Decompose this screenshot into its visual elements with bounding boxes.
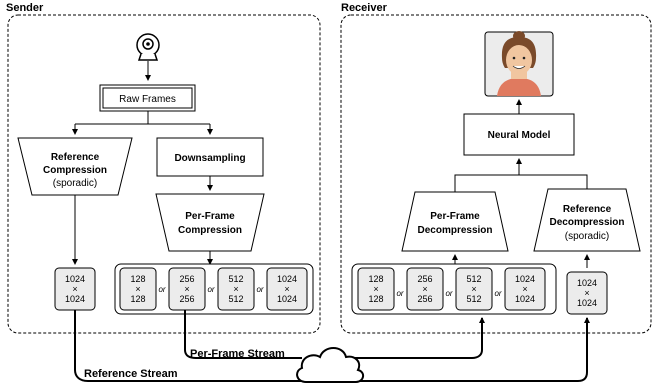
svg-text:1024: 1024 — [65, 294, 85, 304]
pf-decompression-line1: Per-Frame — [430, 211, 480, 222]
svg-text:512: 512 — [228, 294, 243, 304]
svg-text:1024: 1024 — [577, 298, 597, 308]
sender-res-128: 128 × 128 — [119, 267, 157, 311]
pf-decompression-line2: Decompression — [417, 225, 492, 236]
svg-text:256: 256 — [179, 274, 194, 284]
sender-panel — [7, 14, 321, 334]
svg-text:×: × — [471, 284, 476, 294]
sender-resolution-options: 128 × 128 or 256 × 256 or 512 × 512 or 1… — [114, 263, 314, 315]
svg-text:128: 128 — [368, 274, 383, 284]
receiver-panel — [340, 14, 652, 334]
receiver-res-256: 256 × 256 — [406, 267, 444, 311]
downsampling-block: Downsampling — [156, 137, 264, 177]
reference-stream-line — [74, 310, 302, 382]
svg-text:1024: 1024 — [515, 274, 535, 284]
receiver-reference-resolution: 1024 × 1024 — [566, 271, 608, 315]
svg-text:512: 512 — [228, 274, 243, 284]
svg-text:256: 256 — [179, 294, 194, 304]
per-frame-stream-line-receiver — [348, 317, 485, 359]
svg-text:×: × — [584, 288, 589, 298]
per-frame-compression-block: Per-Frame Compression — [155, 193, 265, 252]
person-avatar-icon — [484, 31, 554, 97]
sender-reference-resolution: 1024 × 1024 — [54, 267, 96, 311]
or-label: or — [207, 285, 214, 294]
sender-res-256: 256 × 256 — [168, 267, 206, 311]
svg-text:×: × — [184, 284, 189, 294]
svg-text:×: × — [373, 284, 378, 294]
raw-frames-label: Raw Frames — [119, 94, 176, 105]
cloud-icon — [296, 347, 364, 383]
or-label: or — [256, 285, 263, 294]
ref-decompression-line1: Reference — [563, 204, 612, 215]
svg-text:×: × — [233, 284, 238, 294]
sender-res-1024: 1024 × 1024 — [266, 267, 308, 311]
per-frame-stream-label: Per-Frame Stream — [190, 348, 285, 360]
svg-text:×: × — [522, 284, 527, 294]
neural-model-label: Neural Model — [488, 130, 551, 141]
ref-decompression-line2: Decompression — [549, 217, 624, 228]
per-frame-stream-line — [184, 310, 302, 359]
svg-text:512: 512 — [466, 294, 481, 304]
ref-compression-line1: Reference — [51, 152, 100, 163]
webcam-icon — [136, 33, 160, 61]
svg-text:256: 256 — [417, 294, 432, 304]
reference-stream-line-receiver — [348, 317, 590, 382]
svg-text:×: × — [72, 284, 77, 294]
svg-text:1024: 1024 — [277, 274, 297, 284]
receiver-res-512: 512 × 512 — [455, 267, 493, 311]
receiver-title: Receiver — [341, 2, 388, 14]
svg-text:×: × — [422, 284, 427, 294]
per-frame-decompression-block: Per-Frame Decompression — [401, 191, 509, 252]
or-label: or — [494, 289, 501, 298]
pf-compression-line1: Per-Frame — [185, 211, 235, 222]
or-label: or — [158, 285, 165, 294]
svg-text:×: × — [135, 284, 140, 294]
svg-text:128: 128 — [368, 294, 383, 304]
or-label: or — [445, 289, 452, 298]
sender-title: Sender — [6, 2, 44, 14]
ref-compression-line3: (sporadic) — [53, 178, 97, 189]
ref-decompression-line3: (sporadic) — [565, 231, 609, 242]
svg-text:1024: 1024 — [577, 278, 597, 288]
or-label: or — [396, 289, 403, 298]
svg-text:256: 256 — [417, 274, 432, 284]
svg-text:×: × — [284, 284, 289, 294]
reference-decompression-block: Reference Decompression (sporadic) — [533, 188, 641, 252]
svg-text:128: 128 — [130, 274, 145, 284]
svg-text:512: 512 — [466, 274, 481, 284]
svg-text:128: 128 — [130, 294, 145, 304]
svg-text:1024: 1024 — [65, 274, 85, 284]
receiver-resolution-options: 128 × 128 or 256 × 256 or 512 × 512 or 1… — [351, 263, 557, 315]
reference-compression-block: Reference Compression (sporadic) — [17, 137, 133, 196]
svg-text:1024: 1024 — [515, 294, 535, 304]
sender-res-512: 512 × 512 — [217, 267, 255, 311]
receiver-res-128: 128 × 128 — [357, 267, 395, 311]
neural-model-block: Neural Model — [463, 113, 575, 156]
ref-compression-line2: Compression — [43, 165, 107, 176]
raw-frames-box: Raw Frames — [99, 84, 196, 112]
reference-stream-label: Reference Stream — [84, 368, 178, 380]
svg-text:1024: 1024 — [277, 294, 297, 304]
pf-compression-line2: Compression — [178, 225, 242, 236]
receiver-res-1024: 1024 × 1024 — [504, 267, 546, 311]
downsampling-label: Downsampling — [174, 153, 245, 164]
